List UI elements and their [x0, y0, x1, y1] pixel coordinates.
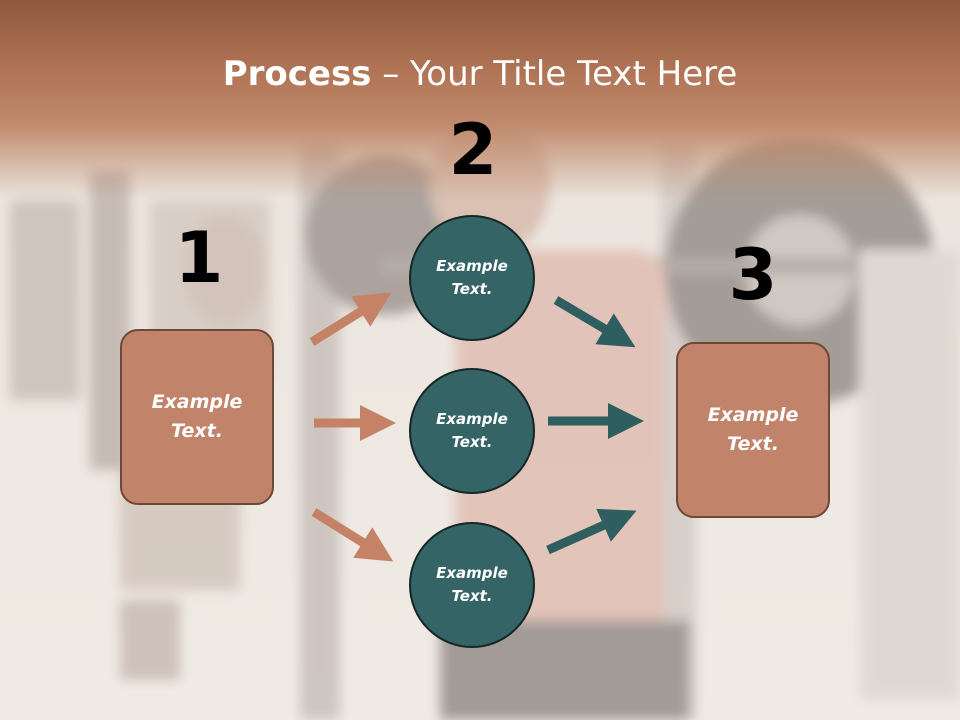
step-2-circle-middle[interactable]: Example Text. — [409, 368, 535, 494]
arrow-top-to-right — [553, 296, 636, 348]
header-band — [0, 0, 960, 200]
step-number-3: 3 — [728, 234, 778, 316]
circle-middle-text: Example Text. — [436, 410, 508, 451]
step-number-2: 2 — [448, 109, 498, 191]
arrow-left-to-top — [309, 292, 392, 346]
slide-title: Process – Your Title Text Here — [0, 52, 960, 96]
title-bold: Process — [222, 54, 372, 94]
arrow-left-to-bottom — [311, 508, 394, 562]
arrow-bottom-to-right — [546, 508, 637, 555]
step-3-box[interactable]: Example Text. — [676, 342, 830, 518]
circle-bottom-text: Example Text. — [436, 564, 508, 605]
circle-top-text: Example Text. — [436, 257, 508, 298]
title-rest: – Your Title Text Here — [371, 54, 738, 94]
step-1-text: Example Text. — [151, 391, 243, 442]
step-2-circle-top[interactable]: Example Text. — [409, 215, 535, 341]
step-1-box[interactable]: Example Text. — [120, 329, 274, 505]
step-number-1: 1 — [174, 217, 224, 299]
step-3-text: Example Text. — [707, 404, 799, 455]
step-2-circle-bottom[interactable]: Example Text. — [409, 522, 535, 648]
